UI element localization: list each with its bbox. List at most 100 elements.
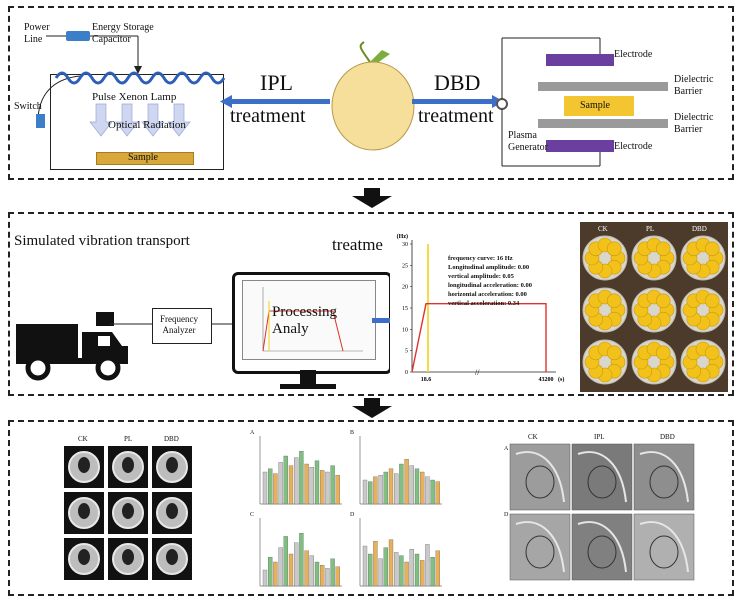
tem-membrane [639,521,689,573]
panel-transport: Simulated vibration transport Frequency … [8,212,734,396]
monitor-stand [300,370,316,384]
bar [325,471,330,505]
tem-images [509,443,695,581]
bar [294,542,299,587]
bar [378,558,383,587]
y-tick-label: 20 [402,285,408,291]
plasma-label: Plasma Generator [508,130,548,153]
panel-treatments: Power Line Energy Storage Capacitor Puls… [8,6,734,180]
monitor-screen [242,280,376,360]
tem-membrane [577,521,627,573]
y-tick-label: 25 [402,263,408,269]
bar [399,463,404,505]
bar [420,471,425,505]
barrier-top [538,82,668,91]
bar [414,553,420,587]
bar [420,560,425,587]
tem-label-dbd: DBD [660,433,675,441]
x-tick-label: 18.6 [421,377,432,383]
dbd-sample-label: Sample [580,100,610,111]
monitor-base [280,384,336,389]
tem-membrane [639,451,689,503]
mri-core [78,549,90,565]
electrode-bottom-label: Electrode [614,141,653,152]
bar [309,555,314,587]
barrier-top-label: Dielectric Barrier [674,74,714,97]
tem-row-label: D [504,512,509,518]
lamp-label: Pulse Xenon Lamp [92,91,177,103]
mri-core [166,549,178,565]
switch-icon [36,114,45,128]
capacitor-label: Energy Storage Capacitor [92,22,154,45]
bar [425,476,430,505]
barrier-bottom-label: Dielectric Barrier [674,112,714,135]
ipl-title: IPL [260,70,293,95]
bar [304,550,309,587]
mri-core [122,503,134,519]
tem-grid: CK IPL DBD A D [500,434,698,590]
bar [273,473,278,505]
bar [262,569,268,587]
bar [262,471,268,505]
capacitor-icon [66,31,90,41]
panel-results: CK PL DBD A B C D CK IPL DBD A D [8,420,734,596]
y-tick-label: 0 [405,370,408,376]
dbd-sample [564,96,634,116]
bar [314,460,320,505]
bar [430,479,435,505]
chart-info-line: horizontal acceleration: 0.00 [448,291,527,298]
y-axis-label: (Hz) [397,233,408,240]
frequency-curve [411,303,547,373]
bar [330,465,335,505]
ipl-arrow [220,95,330,108]
bar [320,470,325,505]
fruit-dishes [582,235,726,385]
ipl-sample-label: Sample [128,152,158,163]
mri-core [78,503,90,519]
bar [425,544,430,587]
mri-core [122,549,134,565]
x-tick-label: 43200 [539,377,554,383]
bar [368,481,373,505]
bar [409,549,414,587]
electrode-bottom [546,140,614,152]
bar [373,541,378,587]
tem-cell [633,443,695,511]
fruit [655,345,671,361]
bar [273,561,278,587]
bar [268,557,273,587]
processing-label: Processing Analy [272,304,337,338]
x-axis-label: (s) [558,376,564,383]
bar [288,553,294,587]
chart-info-line: frequency curve: 16 Hz [448,255,513,262]
bar-charts [259,436,442,587]
bar [268,468,273,505]
mri-images [64,446,192,580]
transport-title: Simulated vibration transport [14,233,190,249]
fruit [606,293,622,309]
tem-row-label: A [504,446,509,452]
bar [294,457,299,505]
dbd-wiring [496,37,601,167]
bar [314,561,320,587]
chart-info-line: Longitudinal amplitude: 0.00 [448,264,530,271]
bar [368,553,373,587]
mri-label-dbd: DBD [164,435,179,443]
axis-break: // [475,368,480,377]
bar [288,465,294,505]
tem-label-ck: CK [528,433,538,441]
fruit [655,293,671,309]
fruit-label-ck: CK [598,225,608,233]
chart-info-list: frequency curve: 16 Hz Longitudinal ampl… [448,254,566,308]
fruit-photo-grid: CK PL DBD [580,222,728,392]
y-tick-label: 15 [402,306,408,312]
fruit [704,241,720,257]
mri-core [166,503,178,519]
power-line-label: Power Line [24,22,50,45]
flow-arrow-1 [352,188,392,208]
tem-membrane [577,451,627,503]
bar [304,463,309,505]
mri-label-pl: PL [124,435,133,443]
bar [283,536,288,587]
